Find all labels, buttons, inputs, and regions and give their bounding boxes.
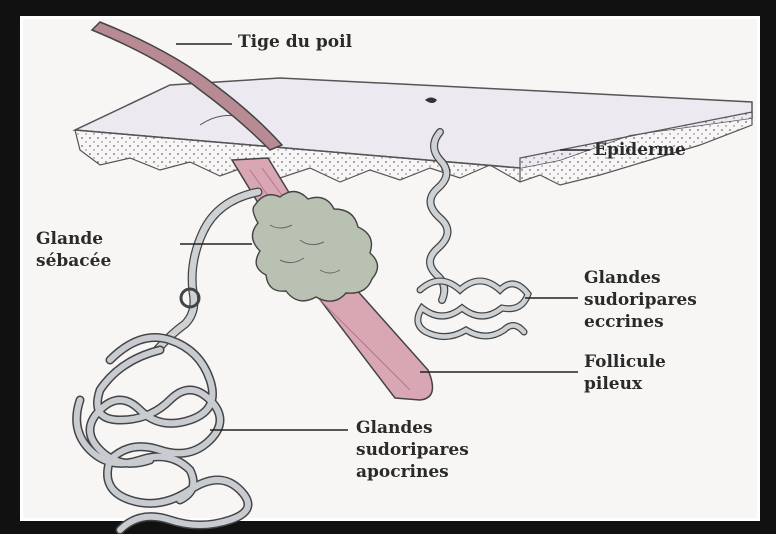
- apocrine-coil: [77, 338, 248, 531]
- label-eccrine-line1: Glandes: [584, 268, 661, 288]
- label-sebaceous-line2: sébacée: [36, 251, 111, 271]
- label-follicle-line1: Follicule: [584, 352, 666, 372]
- label-eccrine-line3: eccrines: [584, 312, 664, 332]
- label-eccrine-line2: sudoripares: [584, 290, 697, 310]
- label-apocrine-line3: apocrines: [356, 462, 449, 482]
- eccrine-coil: [418, 281, 528, 337]
- label-follicle-line2: pileux: [584, 374, 642, 394]
- apocrine-gland: [77, 192, 258, 530]
- label-apocrine-line1: Glandes: [356, 418, 433, 438]
- label-hair-shaft: Tige du poil: [238, 32, 352, 52]
- label-apocrine-line2: sudoripares: [356, 440, 469, 460]
- epidermis-block: [75, 78, 752, 185]
- sebaceous-gland: [252, 191, 377, 301]
- label-epidermis: Epiderme: [594, 140, 686, 160]
- label-sebaceous-line1: Glande: [36, 229, 103, 249]
